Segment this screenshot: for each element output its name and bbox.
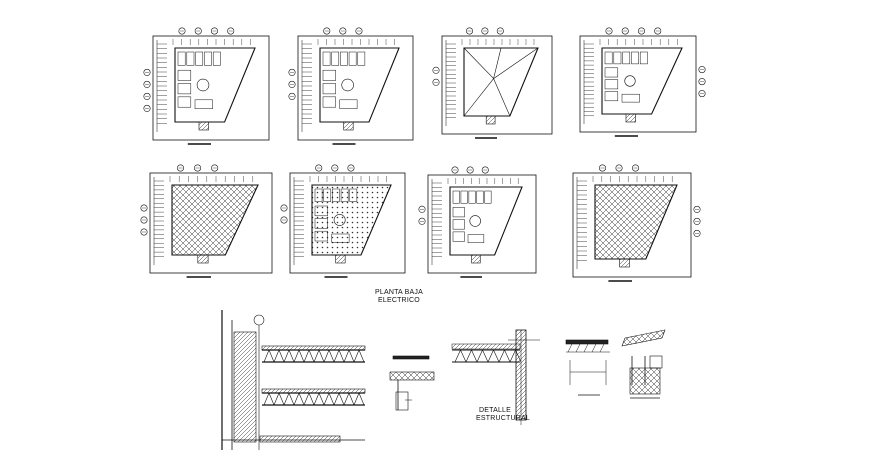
footing-detail: [621, 329, 666, 399]
slab-edge-detail: [565, 339, 610, 396]
axis-marker: [288, 92, 296, 100]
axis-marker: [418, 217, 426, 225]
plan-1-2: [288, 27, 414, 145]
plan-2-1: [140, 164, 273, 278]
detalle-label-line2: ESTRUCTURAL: [476, 415, 530, 422]
axis-marker: [210, 27, 218, 35]
axis-marker: [194, 164, 202, 172]
axis-marker: [693, 229, 701, 237]
axis-marker: [605, 27, 613, 35]
axis-marker: [481, 166, 489, 174]
top-row-floor-plans: [143, 27, 706, 145]
axis-marker: [143, 68, 151, 76]
axis-marker: [140, 216, 148, 224]
truss-connection-detail: [451, 329, 540, 425]
axis-marker: [632, 164, 640, 172]
plan-1-3: [432, 27, 553, 139]
axis-marker: [143, 80, 151, 88]
plan-1-1: [143, 27, 270, 145]
axis-marker: [227, 27, 235, 35]
axis-marker: [451, 166, 459, 174]
axis-marker: [693, 217, 701, 225]
axis-marker: [481, 27, 489, 35]
axis-marker: [331, 164, 339, 172]
axis-marker: [466, 166, 474, 174]
axis-marker: [143, 104, 151, 112]
axis-marker: [178, 27, 186, 35]
plan-1-4: [579, 27, 706, 137]
axis-marker: [496, 27, 504, 35]
axis-marker: [654, 27, 662, 35]
axis-marker: [465, 27, 473, 35]
axis-marker: [615, 164, 623, 172]
axis-marker: [177, 164, 185, 172]
middle-row-floor-plans: [140, 164, 701, 282]
axis-marker: [288, 68, 296, 76]
axis-marker: [280, 216, 288, 224]
axis-marker: [432, 78, 440, 86]
axis-marker: [698, 66, 706, 74]
axis-marker: [211, 164, 219, 172]
structural-details: [221, 310, 666, 450]
axis-marker: [347, 164, 355, 172]
detalle-label-line1: DETALLE: [479, 407, 512, 414]
axis-marker: [140, 228, 148, 236]
axis-marker: [355, 27, 363, 35]
axis-marker: [637, 27, 645, 35]
wall-section-detail: [221, 310, 366, 450]
axis-marker: [339, 27, 347, 35]
plan-2-2: [280, 164, 406, 278]
axis-marker: [598, 164, 606, 172]
axis-marker: [140, 204, 148, 212]
axis-marker: [432, 66, 440, 74]
plan-2-4: [572, 164, 701, 282]
planta-baja-label-line2: ELECTRICO: [378, 297, 420, 304]
axis-marker: [323, 27, 331, 35]
planta-baja-label-line1: PLANTA BAJA: [375, 289, 423, 296]
axis-marker: [693, 205, 701, 213]
axis-marker: [621, 27, 629, 35]
axis-marker: [194, 27, 202, 35]
axis-marker: [143, 92, 151, 100]
axis-marker: [280, 204, 288, 212]
axis-marker: [288, 80, 296, 88]
axis-marker: [698, 90, 706, 98]
axis-marker: [315, 164, 323, 172]
plan-2-3: [418, 166, 537, 278]
axis-marker: [418, 205, 426, 213]
beam-detail-small: [389, 355, 435, 411]
axis-marker: [698, 78, 706, 86]
